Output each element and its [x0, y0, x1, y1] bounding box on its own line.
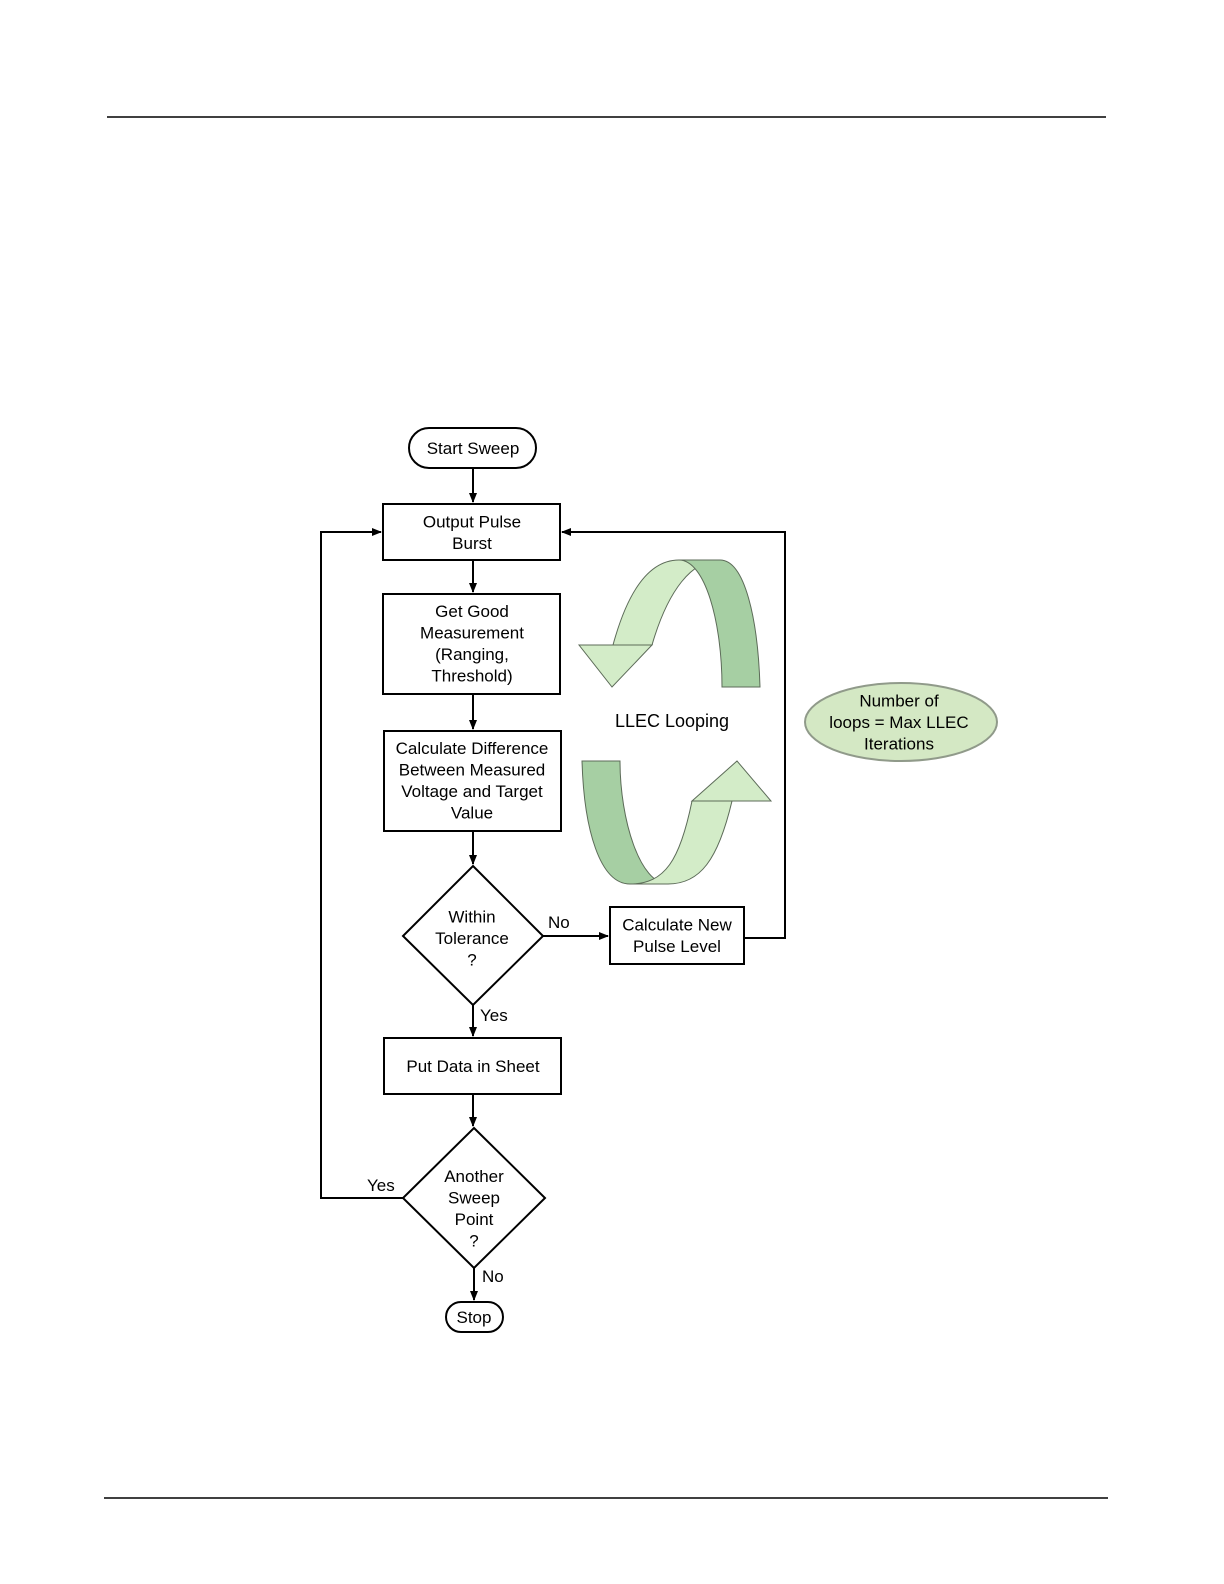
text-line: Within [448, 908, 495, 927]
text-line: Threshold) [431, 666, 512, 685]
another-no-label: No [482, 1267, 504, 1286]
text-line: Burst [452, 534, 492, 553]
another-yes-label: Yes [367, 1176, 395, 1195]
text-line: Sweep [448, 1188, 500, 1207]
text-line: ? [467, 951, 476, 970]
tolerance-no-label: No [548, 913, 570, 932]
text-line: Output Pulse [423, 512, 521, 531]
llec-loop-arrow-top [579, 560, 760, 687]
text-line: Start Sweep [427, 439, 520, 458]
text-line: Get Good [435, 602, 509, 621]
tolerance-yes-label: Yes [480, 1006, 508, 1025]
llec-looping-label: LLEC Looping [615, 711, 729, 731]
text-line: Point [455, 1210, 494, 1229]
text-line: Voltage and Target [401, 782, 543, 801]
text-line: Another [444, 1167, 504, 1186]
text-line: Between Measured [399, 760, 545, 779]
text-line: Iterations [864, 735, 934, 754]
text-line: Tolerance [435, 929, 509, 948]
text-line: Number of [859, 692, 939, 711]
text-line: ? [469, 1231, 478, 1250]
llec-loop-arrow-bottom [582, 761, 771, 884]
text-line: Calculate New [622, 915, 732, 934]
text-line: Measurement [420, 623, 524, 642]
text-line: Value [451, 803, 493, 822]
stop-label: Stop [457, 1308, 492, 1327]
text-line: Pulse Level [633, 937, 721, 956]
start-terminal: Start Sweep [409, 428, 536, 468]
put-data-box: Put Data in Sheet [384, 1038, 561, 1094]
text-line: Calculate Difference [396, 739, 549, 758]
max-iterations-note: Number of loops = Max LLEC Iterations [805, 683, 997, 761]
text-line: Put Data in Sheet [406, 1057, 540, 1076]
text-line: loops = Max LLEC [829, 713, 968, 732]
text-line: Stop [457, 1308, 492, 1327]
text-line: (Ranging, [435, 645, 509, 664]
stop-terminal: Stop [446, 1302, 503, 1332]
start-label: Start Sweep [427, 439, 520, 458]
put-data-label: Put Data in Sheet [406, 1057, 540, 1076]
